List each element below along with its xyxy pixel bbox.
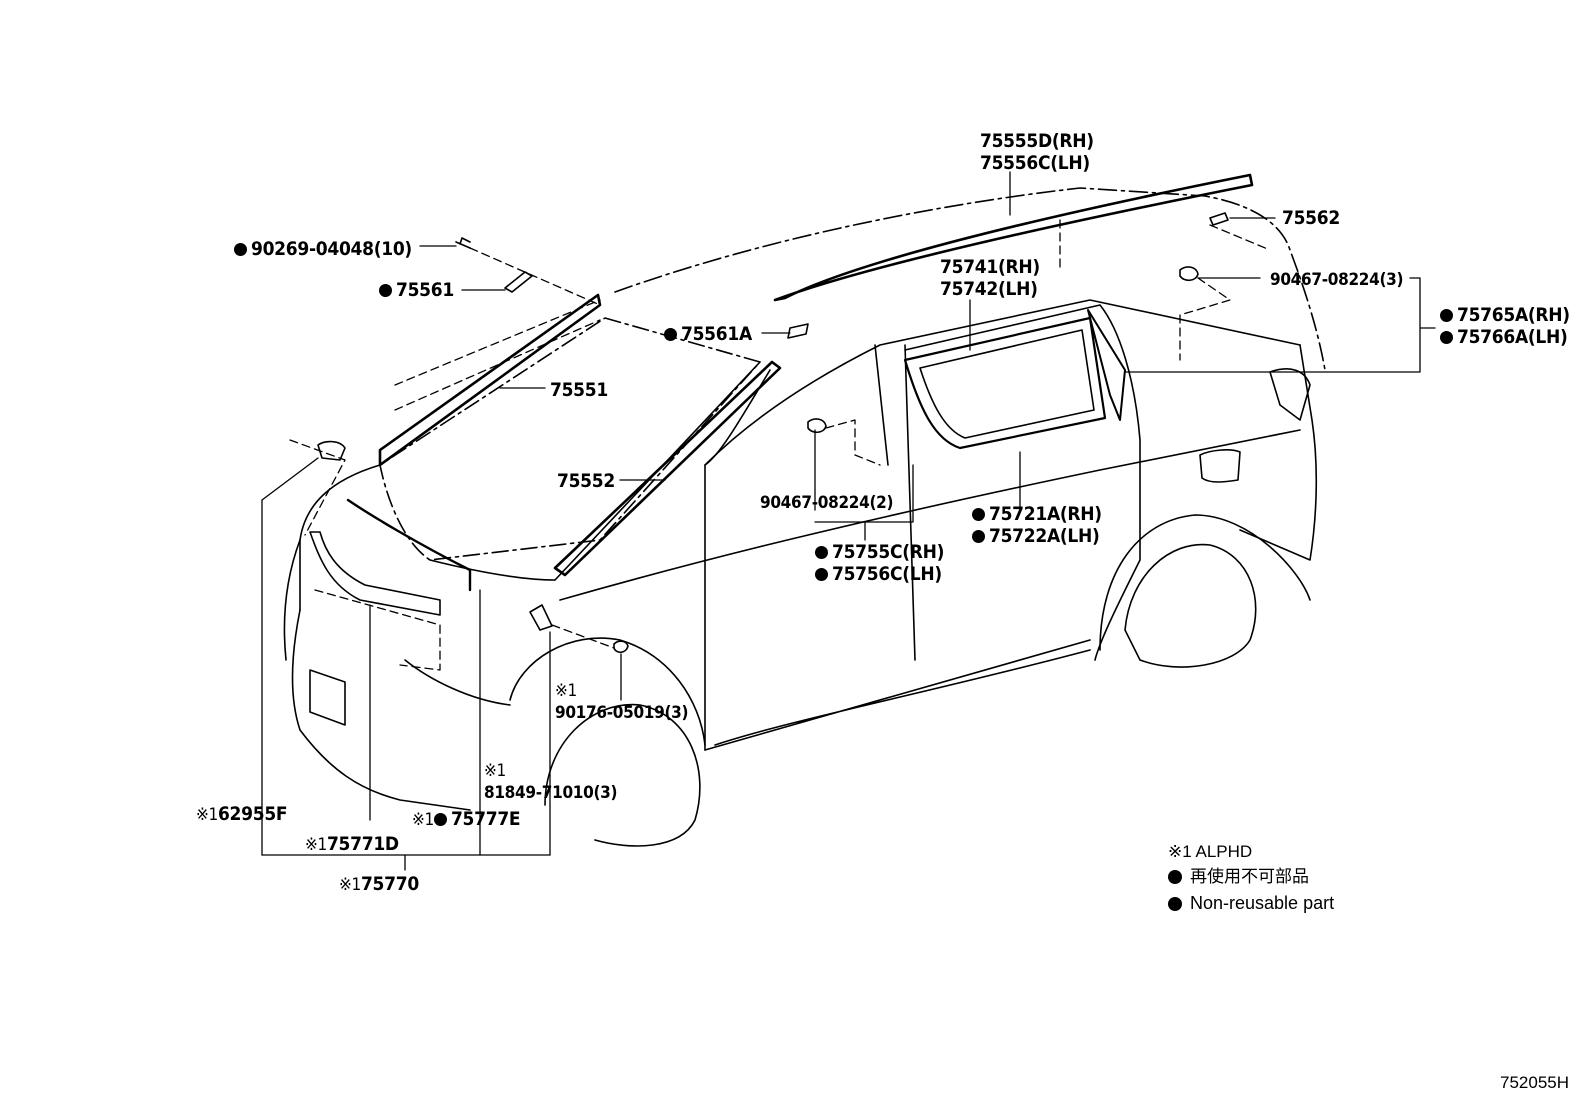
license-plate [309, 669, 346, 726]
leader-75765 [1124, 277, 1436, 373]
label-75765a: 75765A(RH) [1440, 304, 1570, 326]
label-75741: 75741(RH) [940, 256, 1040, 278]
moulding-75552 [553, 360, 782, 577]
dash-7 [551, 624, 615, 649]
non-reusable-dot [815, 568, 828, 581]
label-75721a: 75721A(RH) [972, 503, 1102, 525]
non-reusable-dot [379, 284, 392, 297]
rear-wheel-arch [1099, 514, 1311, 651]
sliding-door [904, 304, 1141, 661]
fuel-lid [1199, 449, 1241, 483]
non-reusable-dot [972, 508, 985, 521]
clip-90176 [613, 640, 629, 654]
label-75755c: 75755C(RH) [815, 541, 944, 563]
non-reusable-dot [1440, 309, 1453, 322]
label-75722a: 75722A(LH) [972, 525, 1100, 547]
rear-body [1239, 344, 1318, 561]
quarter-window-inner [919, 329, 1095, 439]
label-75770: ※175770 [339, 873, 419, 895]
label-75742: 75742(LH) [940, 278, 1038, 300]
hood-outline [299, 464, 556, 611]
label-75766a: 75766A(LH) [1440, 326, 1568, 348]
non-reusable-dot [1168, 897, 1182, 911]
moulding-75551 [378, 293, 602, 467]
non-reusable-dot [433, 813, 447, 826]
dash-4 [1059, 219, 1271, 271]
non-reusable-dot [1440, 331, 1453, 344]
front-bumper [283, 539, 471, 811]
label-75771d: ※175771D [305, 833, 399, 855]
non-reusable-dot [664, 328, 677, 341]
non-reusable-dot [815, 546, 828, 559]
roof-moulding [773, 173, 1254, 302]
legend-jp-note: 再使用不可部品 [1168, 866, 1309, 888]
label-90269: 90269-04048(10) [234, 238, 412, 260]
clip-75562 [1209, 212, 1229, 226]
drawing-id: 752055H [1500, 1073, 1570, 1092]
non-reusable-dot [1168, 870, 1182, 884]
label-90467b: 90467-08224(2) [760, 493, 894, 513]
label-75552: 75552 [557, 470, 615, 492]
label-75561a: 75561A [664, 323, 752, 345]
label-90467a: 90467-08224(3) [1270, 270, 1404, 290]
hood-edge [346, 498, 472, 592]
label-75556c: 75556C(LH) [980, 152, 1090, 174]
leader-62955f [261, 457, 319, 856]
leader-75755 [814, 464, 914, 541]
clip-front [317, 440, 346, 461]
clip-pillar [807, 418, 827, 434]
quarter-window [903, 316, 1107, 450]
label-75551: 75551 [550, 379, 608, 401]
body-rocker [704, 639, 1091, 751]
dash-3 [289, 439, 346, 536]
rear-wheel [1124, 543, 1257, 668]
dash-8 [314, 589, 441, 671]
label-75756c: 75756C(LH) [815, 563, 942, 585]
dash-6 [825, 419, 881, 466]
legend-ref-note: ※1 ALPHD [1168, 842, 1253, 861]
body-side-top [704, 299, 1301, 466]
headlight [404, 659, 511, 706]
clip-75561 [504, 271, 533, 293]
dash-2 [394, 299, 601, 411]
label-75561: 75561 [379, 279, 454, 301]
front-wheel [544, 703, 701, 847]
grille [309, 531, 441, 616]
clip-81849 [529, 604, 553, 631]
label-75562: 75562 [1282, 207, 1340, 229]
label-62955f: ※162955F [196, 803, 288, 825]
dash-1 [469, 247, 601, 306]
bracket-75770 [261, 854, 551, 871]
roof-outline [614, 187, 1326, 371]
non-reusable-dot [972, 530, 985, 543]
clip-75561a [787, 323, 809, 339]
b-pillar [874, 344, 916, 661]
non-reusable-dot [234, 243, 247, 256]
legend-en-note: Non-reusable part [1168, 892, 1334, 914]
label-75555d: 75555D(RH) [980, 130, 1094, 152]
windshield-outline [379, 317, 761, 561]
clip-rear-upper [1179, 266, 1199, 282]
rear-lamp [1269, 368, 1311, 421]
body-side-belt [559, 429, 1301, 601]
clip-90269 [455, 237, 471, 249]
dash-5 [1179, 277, 1231, 361]
front-wheel-arch [509, 637, 706, 746]
rear-pillar [1087, 309, 1126, 421]
